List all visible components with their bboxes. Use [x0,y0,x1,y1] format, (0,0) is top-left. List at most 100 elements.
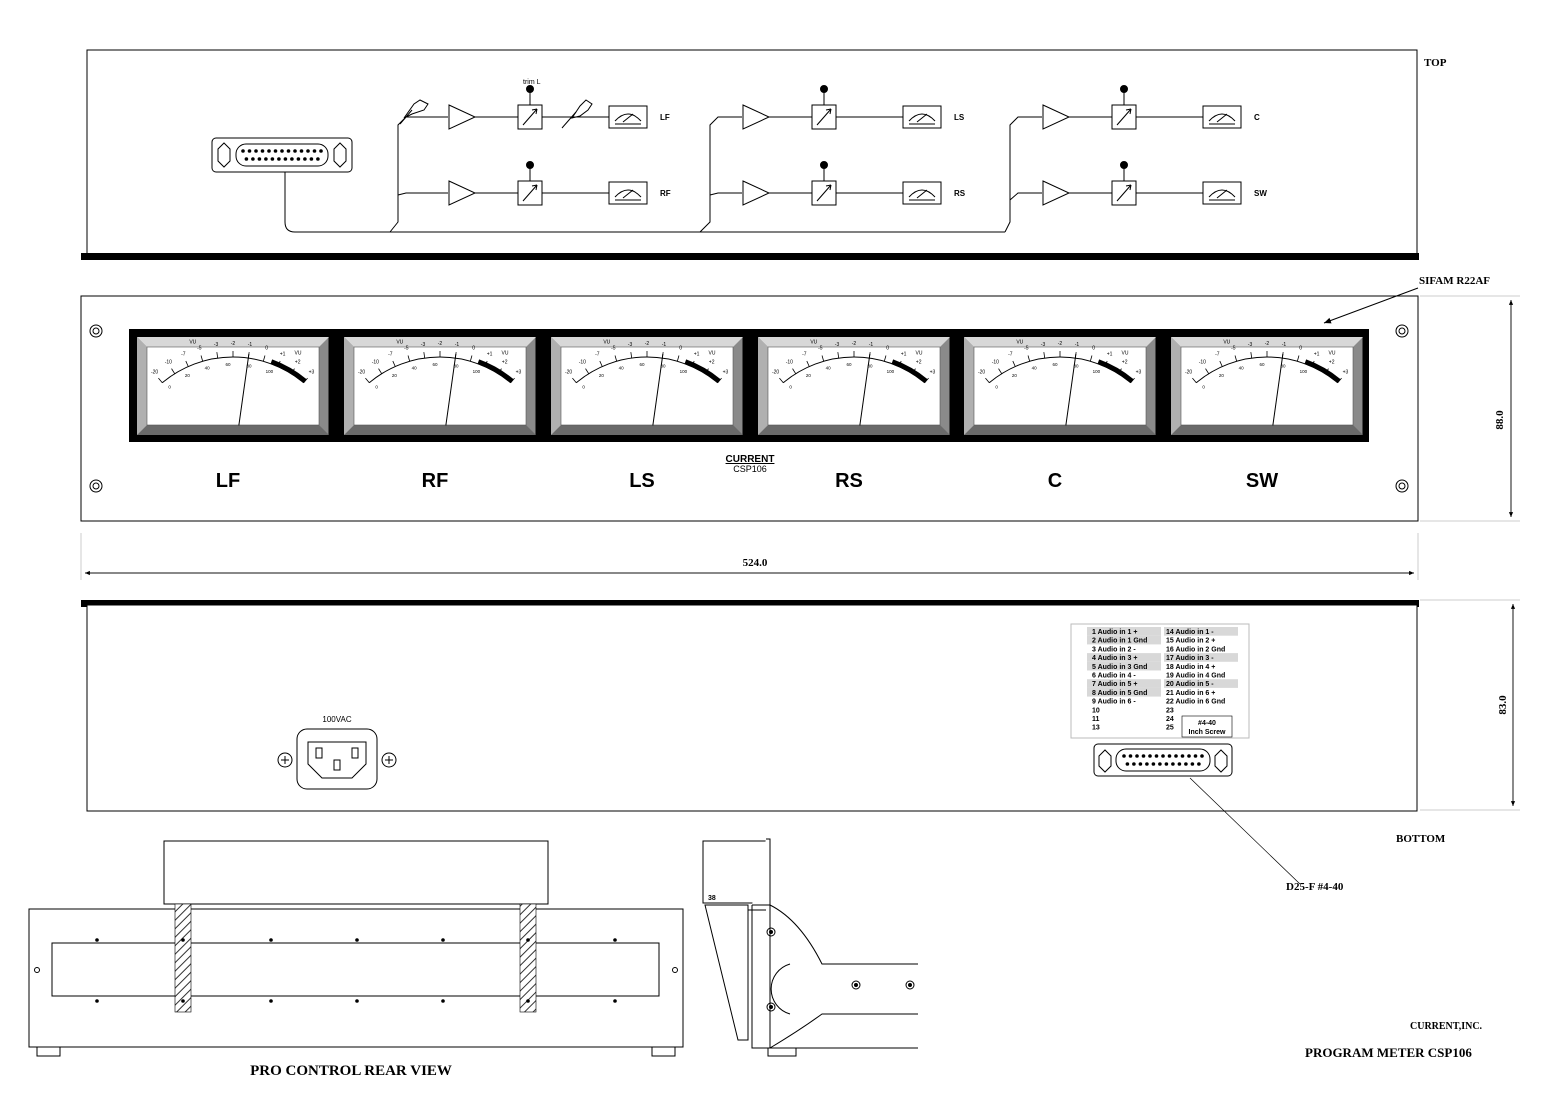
scale-unit-right: VU [295,350,302,356]
scale-db-label: +3 [1343,370,1349,376]
meter-icon [608,181,648,205]
power-inlet-icon [277,728,397,790]
top-label: TOP [1424,57,1447,69]
scale-db-label: -2 [438,341,443,347]
scale-pct-label: 0 [1202,384,1205,389]
pinout-entry: 4 Audio in 3 + [1092,655,1137,662]
scale-db-label: -20 [772,370,779,376]
channel-label-lf: LF [216,470,240,492]
rivet-dot [269,999,273,1003]
scale-unit-left: VU [1016,339,1023,345]
brand-label: CURRENT [726,454,775,465]
signal-bus [284,116,1042,233]
rivet-dot [355,938,359,942]
screw-label-1: #4-40 [1198,720,1216,727]
signal-chain-ls: LS [742,85,965,130]
scale-db-label: 0 [265,346,268,352]
scale-pct-label: 40 [412,365,418,370]
scale-db-label: -3 [1041,342,1046,348]
chain-label: LF [660,113,670,122]
bottom-label: BOTTOM [1396,833,1446,845]
pinout-entry: 11 [1092,716,1100,723]
pinout-entry: 16 Audio in 2 Gnd [1166,646,1225,653]
scale-db-label: 0 [472,346,475,352]
dsub-label: D25-F #4-40 [1286,881,1344,893]
pinout-entry: 21 Audio in 6 + [1166,690,1215,697]
scale-db-label: -7 [1008,352,1013,358]
meter-icon [902,105,942,129]
scale-unit-right: VU [916,350,923,356]
scale-db-label: 0 [886,346,889,352]
scale-db-label: 0 [679,346,682,352]
scale-pct-label: 60 [846,362,852,367]
bracket-left [174,903,192,1013]
rivet-dot [526,938,530,942]
meter-icon [1202,105,1242,129]
scale-db-label: +3 [516,370,522,376]
model-label: CSP106 [733,464,767,474]
pinout-entry: 17 Audio in 3 - [1166,655,1214,662]
scale-pct-label: 40 [205,365,211,370]
scale-unit-left: VU [1223,339,1230,345]
mounting-screw-icon [1395,479,1409,493]
meter-needle [238,354,250,426]
scale-db-label: -5 [1024,346,1029,352]
scale-pct-label: 20 [185,373,191,378]
scale-db-label: -1 [662,342,667,348]
drawing-title: PROGRAM METER CSP106 [1305,1045,1472,1060]
scale-unit-right: VU [502,350,509,356]
pinout-entry: 22 Audio in 6 Gnd [1166,699,1225,706]
scale-db-label: -20 [978,370,985,376]
scale-pct-label: 60 [639,362,645,367]
scale-db-label: -3 [214,342,219,348]
scale-pct-label: 20 [599,373,605,378]
chain-label: LS [954,113,965,122]
scale-db-label: -20 [151,370,158,376]
scale-db-label: +2 [916,360,922,366]
scale-pct-label: 60 [225,362,231,367]
scale-db-label: +2 [1122,360,1128,366]
scale-pct-label: 100 [887,369,895,374]
chain-label: SW [1254,189,1267,198]
meter-needle [445,354,457,426]
pinout-entry: 9 Audio in 6 - [1092,699,1136,706]
scale-db-label: -5 [1231,346,1236,352]
pinout-entry: 15 Audio in 2 + [1166,638,1215,645]
scale-db-label: -2 [1265,341,1270,347]
scale-db-label: +1 [280,352,286,358]
rivet-dot [613,999,617,1003]
scale-db-label: -1 [1075,342,1080,348]
scale-pct-label: 40 [1239,365,1245,370]
scale-pct-label: 0 [168,384,171,389]
scale-db-label: +1 [901,352,907,358]
scale-pct-label: 0 [995,384,998,389]
pinout-entry: 6 Audio in 4 - [1092,673,1136,680]
scale-db-label: -10 [992,360,999,366]
chain-label: RF [660,189,671,198]
top-dsub-connector-icon [211,137,353,173]
scale-db-label: -7 [181,352,186,358]
dsub-leader [1189,777,1301,885]
scale-pct-label: 80 [247,363,253,368]
rivet-dot [441,938,445,942]
height-bottom-label: 83.0 [1497,695,1509,715]
scale-db-label: -10 [1199,360,1206,366]
meter-model-leader [1323,287,1419,324]
trim-label: trim L [523,79,541,86]
amplifier-icon [1042,180,1071,206]
scale-pct-label: 100 [1300,369,1308,374]
scale-pct-label: 100 [473,369,481,374]
rivet-dot [355,999,359,1003]
pinout-entry: 18 Audio in 4 + [1166,664,1215,671]
scale-pct-label: 80 [1074,363,1080,368]
bottom-view-front-edge [81,600,1419,607]
pinout-entry: 13 [1092,725,1100,732]
scale-pct-label: 0 [789,384,792,389]
scale-pct-label: 80 [1281,363,1287,368]
mounting-screw-icon [89,324,103,338]
